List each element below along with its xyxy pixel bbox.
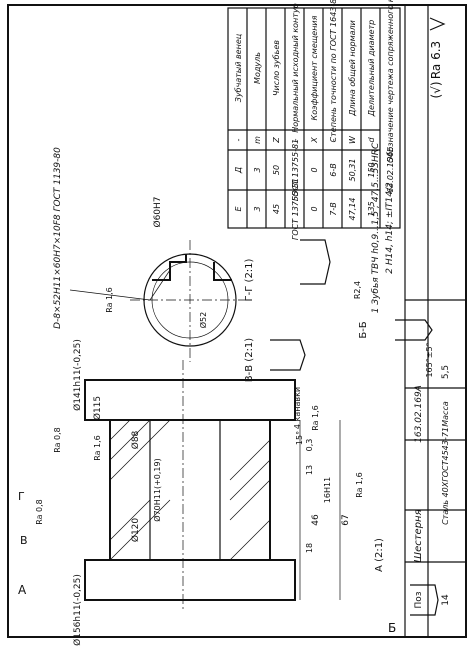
ra-mark-6: Ra 1,6 [355,472,364,498]
dim-d141: Ø141h11(-0,25) [72,339,83,411]
param-cell-d: 150 [367,162,376,177]
dim-d52: Ø52 [198,312,208,328]
ra-mark-3: Ra 1,6 [93,435,102,461]
detail-view-bb: Б-Б R2,4 165°±5° [353,281,434,378]
marker-bt: Б [388,621,396,635]
view-a-label: А (2:1) [374,538,385,572]
param-cell-e: ГОСТ 13755-81 [291,178,300,240]
param-cell-e: 45 [272,204,281,214]
param-cell-name: Зубчатый венец [234,33,243,102]
dim-grooves: 4 канавки [293,387,302,429]
marker-g: Г [18,490,25,503]
drawing-frame [7,4,467,638]
param-cell-e: 3 [253,206,262,211]
param-cell-sym: - [291,138,300,141]
param-cell-e: 0 [310,206,319,211]
param-cell-d: 3 [253,167,262,172]
roughness-label: Ra 6.3 [429,41,443,79]
param-cell-name: Модуль [253,52,262,84]
param-cell-name: Делительный диаметр [367,20,376,118]
roughness-bracket: (√) [429,81,443,98]
param-cell-sym: X [310,137,319,144]
param-cell-d: 6-В [329,163,338,176]
tech-note-1: 1 Зубья ТВЧ h0,9...1,5 ; 47,5...53HRC [371,142,381,313]
dim-len-16: 16H11 [323,477,332,503]
param-cell-name: Обозначение чертежа сопряженного колеса [386,0,395,163]
title-block: Поз 14 Шестерня Сталь 40ХГОСТ4543-71 163… [404,5,466,637]
param-cell-sym: - [329,138,338,141]
param-cell-name: Нормальный исходный контур [291,3,300,133]
detail-view-gg: Г-Г (2:1) [244,239,331,301]
dim-d115: Ø115 [92,396,103,420]
view-vv-label: В-В (2:1) [244,338,255,383]
dim-len-67: 67 [341,514,351,525]
tech-note-2: 2 H14, h14; ±IT14/2 [385,182,395,274]
dim-d88: Ø88 [130,430,141,449]
general-roughness-mark: Ra 6.3 (√) [429,17,446,99]
dim-angle-15: 15° [295,431,304,445]
title-part-name: Шестерня [413,509,424,562]
param-cell-sym: Z [272,137,281,144]
technical-notes: 1 Зубья ТВЧ h0,9...1,5 ; 47,5...53HRC 2 … [371,142,395,313]
param-cell-sym: - [234,138,243,141]
section-hatching [109,419,271,561]
view-bb-label: Б-Б [358,321,369,338]
spline-bore-view: Ø60H7 Ø52 D-8×52H11×60H7×10F8 ГОСТ 1139-… [53,147,250,362]
detail-view-vv: В-В (2:1) [244,338,306,383]
param-cell-e: 7-В [329,202,338,215]
param-cell-name: Число зубьев [272,40,281,96]
ra-mark-1: Ra 0,8 [53,427,62,453]
roughness-marks: Ra 0,8 Ra 0,8 Ra 1,6 Ra 1,6 Ra 1,6 Ra 1,… [35,287,364,525]
param-cell-name: Длина общей нормали [348,20,357,117]
title-pos-header: Поз [414,591,424,608]
title-pos: 14 [441,594,451,606]
section-markers: А В Г Б [18,490,396,635]
ra-mark-4: Ra 1,6 [105,287,114,313]
ra-mark-5: Ra 1,6 [311,405,320,431]
param-cell-d: 50,31 [348,159,357,182]
param-cell-sym: m [253,136,262,144]
dim-len-18: 18 [305,543,314,553]
view-gg-label: Г-Г (2:1) [244,258,255,301]
title-mass-label: Масса [441,401,450,427]
param-cell-d: ГОСТ 13755-81 [291,139,300,201]
title-material: Сталь 40ХГОСТ4543-71 [441,427,450,525]
detail-view-a: А (2:1) [374,538,439,616]
param-cell-name: Коэффициент смещения [310,15,319,120]
param-cell-d: Д [234,167,243,174]
param-cell-sym: W [348,135,357,144]
param-cell-sym: d [367,137,376,143]
param-cell-e: 47,14 [348,198,357,221]
spline-spec: D-8×52H11×60H7×10F8 ГОСТ 1139-80 [53,147,63,329]
title-mass: 5,5 [441,365,451,379]
marker-a: А [18,583,27,597]
param-cell-d: 50 [272,165,281,175]
gear-main-section: Ø156h11(-0,25) Ø141h11(-0,25) Ø115 Ø88 Ø… [72,339,351,646]
param-cell-name: Степень точности по ГОСТ 1643-81 [329,0,338,142]
dim-d60: Ø60H7 [152,196,163,227]
dim-r24: R2,4 [353,281,362,299]
param-cell-e: Е [234,206,243,212]
dim-angle-165: 165°±5° [425,342,434,377]
title-drawing-number: 163.02.169А [414,385,424,443]
param-cell-d: 63.02.154Е [386,146,395,193]
marker-b: В [20,534,28,547]
param-cell-d: 0 [310,167,319,172]
dim-d120: Ø120 [130,518,141,543]
dim-d156: Ø156h11(-0,25) [72,574,83,646]
param-cell-e: 135 [367,201,376,216]
dim-len-46: 46 [311,514,321,526]
dim-d70: Ø70H11(+0,19) [152,458,162,521]
dim-len-03: 0,3 [305,439,314,452]
ra-mark-2: Ra 0,8 [35,499,44,525]
dim-len-13: 13 [305,465,314,475]
